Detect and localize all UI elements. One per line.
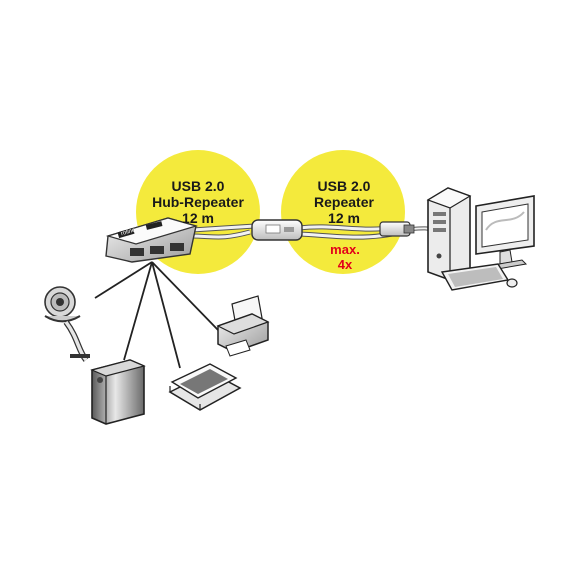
printer-icon: [216, 295, 270, 357]
max-repeat-label: max. 4x: [320, 242, 370, 272]
mouse-icon: [506, 278, 518, 288]
hard-drive-icon: [90, 359, 146, 425]
keyboard-icon: [440, 263, 510, 291]
webcam-icon: [44, 286, 90, 362]
hub-label-line-3: 12 m: [182, 210, 214, 226]
repeater-label: USB 2.0 Repeater 12 m: [289, 178, 399, 226]
hub-label-line-1: USB 2.0: [171, 178, 225, 194]
repeater-label-line-3: 12 m: [328, 210, 360, 226]
max-label-line-2: 4x: [337, 257, 353, 272]
repeater-highlight-circle: [281, 150, 405, 274]
repeater-label-line-1: USB 2.0: [317, 178, 371, 194]
repeater-icon: [251, 219, 415, 241]
monitor-icon: [475, 195, 535, 271]
max-label-line-1: max.: [330, 242, 360, 257]
scanner-icon: [168, 363, 242, 411]
hub-label-line-2: Hub-Repeater: [152, 194, 244, 210]
hub-connection-lines: [94, 261, 219, 369]
hub-icon: roline: [105, 217, 199, 263]
repeater-label-line-2: Repeater: [314, 194, 374, 210]
hub-brand-text: roline: [120, 227, 136, 237]
pc-tower-icon: [426, 187, 472, 281]
hub-repeater-label: USB 2.0 Hub-Repeater 12 m: [143, 178, 253, 226]
